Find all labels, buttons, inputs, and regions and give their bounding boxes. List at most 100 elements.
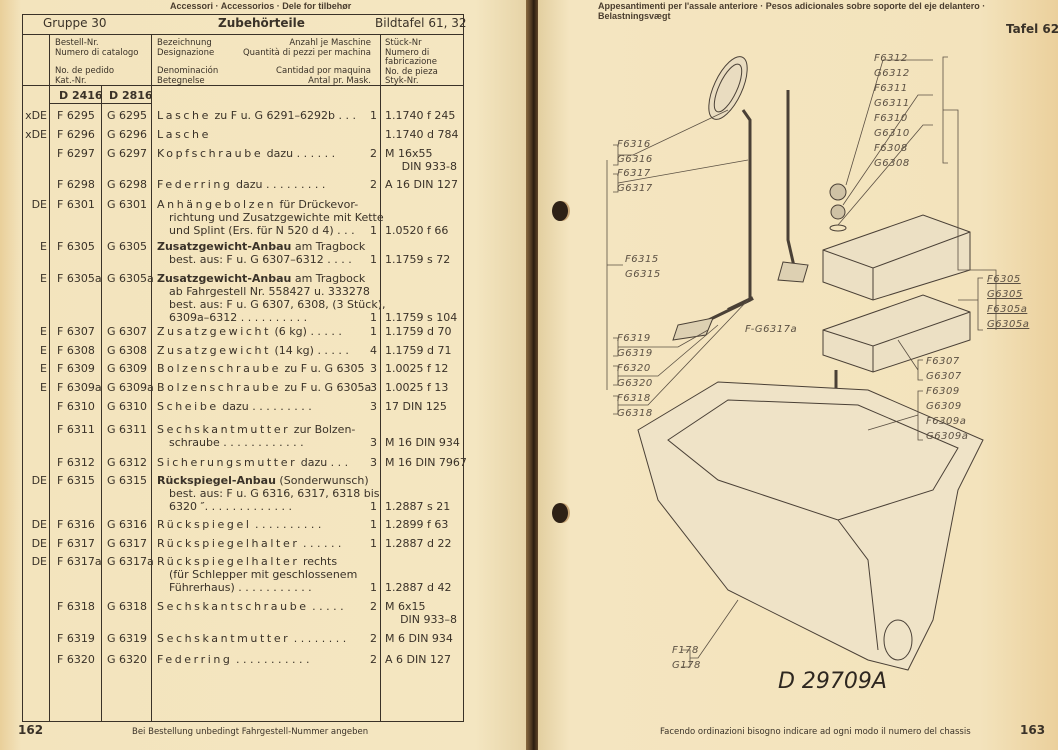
designation-name: Kopfschraube: [157, 147, 264, 160]
part-number: M 16x55: [385, 147, 433, 160]
designation-text: dazu . . .: [297, 456, 349, 469]
quantity: 1: [370, 518, 377, 531]
divider: [23, 85, 463, 86]
designation-name: Rückspiegel: [157, 518, 252, 531]
quantity: 1: [370, 537, 377, 550]
order-no-f: F 6307: [57, 325, 95, 338]
book-gutter: [526, 0, 540, 750]
quantity: 1: [370, 500, 377, 513]
quantity: 4: [370, 344, 377, 357]
row-marker: E: [40, 240, 47, 253]
designation-text: (Sonderwunsch): [275, 474, 369, 487]
designation-continuation: richtung und Zusatzgewichte mit Kette: [169, 211, 384, 224]
quantity: 2: [370, 653, 377, 666]
part-designation: Rückspiegel . . . . . . . . . .: [157, 518, 321, 531]
order-no-g: G 6305: [107, 240, 148, 253]
order-no-g: G 6317a: [107, 555, 154, 568]
designation-text: am Tragbock: [291, 272, 366, 285]
designation-text: . . . . . . . . . .: [251, 518, 322, 531]
designation-name: Anhängebolzen: [157, 198, 277, 211]
quantity: 1: [370, 253, 377, 266]
order-no-f: F 6318: [57, 600, 95, 613]
part-number: A 16 DIN 127: [385, 178, 458, 191]
quantity: 3: [370, 400, 377, 413]
designation-continuation: best. aus: F u. G 6307–6312 . . . .: [169, 253, 352, 266]
order-no-g: G 6311: [107, 423, 148, 436]
designation-continuation: best. aus: F u. G 6307, 6308, (3 Stück),: [169, 298, 386, 311]
part-designation: Rückspiegelhalter . . . . . .: [157, 537, 341, 550]
designation-name: Zusatzgewicht: [157, 325, 272, 338]
order-no-g: G 6320: [107, 653, 148, 666]
part-designation: Zusatzgewicht-Anbau am Tragbock: [157, 272, 365, 285]
order-no-g: G 6305a: [107, 272, 154, 285]
designation-text: . . . . . . . .: [290, 632, 347, 645]
plate-title: Tafel 62: [1006, 22, 1058, 36]
part-number-din: DIN 933-8: [401, 160, 457, 173]
part-number: 1.0025 f 13: [385, 381, 449, 394]
quantity: 3: [370, 381, 377, 394]
order-no-f: F 6297: [57, 147, 95, 160]
designation-text: für Drückevor-: [276, 198, 359, 211]
table-title: Zubehörteile: [218, 16, 305, 30]
order-no-g: G 6295: [107, 109, 148, 122]
right-page: Appesantimenti per l'assale anteriore · …: [538, 0, 1058, 750]
row-marker: E: [40, 272, 47, 285]
quantity: 2: [370, 600, 377, 613]
punch-hole: [552, 503, 568, 523]
label-holder: F-G6317a: [745, 324, 798, 335]
mirror-drawing: [672, 56, 809, 341]
designation-text: zur Bolzen-: [290, 423, 356, 436]
exploded-parts-drawing: [606, 56, 997, 671]
part-number: 1.0025 f 12: [385, 362, 449, 375]
group-label: Gruppe 30: [43, 16, 107, 30]
row-marker: xDE: [25, 128, 47, 141]
part-number: 1.1740 f 245: [385, 109, 456, 122]
order-no-f: F 6309a: [57, 381, 102, 394]
row-marker: xDE: [25, 109, 47, 122]
order-no-f: F 6317: [57, 537, 95, 550]
designation-text: zu F u. G 6305a: [280, 381, 372, 394]
designation-text: dazu . . . . . . . . .: [232, 178, 326, 191]
order-no-g: G 6310: [107, 400, 148, 413]
designation-continuation: ab Fahrgestell Nr. 558427 u. 333278: [169, 285, 370, 298]
divider: [49, 103, 151, 104]
designation-name: Bolzenschraube: [157, 362, 281, 375]
drawing-number: D 29709A: [778, 669, 887, 694]
part-number: 1.0520 f 66: [385, 224, 449, 237]
part-number: M 16 DIN 7967: [385, 456, 467, 469]
designation-text: zu F u. G 6305: [280, 362, 365, 375]
designation-name: Zusatzgewicht: [157, 344, 272, 357]
frame-drawing: [637, 381, 984, 671]
order-no-f: F 6320: [57, 653, 95, 666]
order-no-f: F 6308: [57, 344, 95, 357]
part-designation: Zusatzgewicht (6 kg) . . . . .: [157, 325, 342, 338]
order-no-f: F 6309: [57, 362, 95, 375]
designation-name: Sechskantmutter: [157, 632, 291, 645]
order-no-g: G 6298: [107, 178, 148, 191]
designation-text: zu F u. G 6291–6292b . . .: [211, 109, 356, 122]
part-number: 1.2887 s 21: [385, 500, 451, 513]
part-number: 1.2887 d 22: [385, 537, 452, 550]
row-marker: DE: [31, 555, 47, 568]
order-no-g: G 6319: [107, 632, 148, 645]
weights-drawing: [822, 183, 971, 548]
designation-text: . . . . . .: [299, 537, 342, 550]
order-no-f: F 6296: [57, 128, 95, 141]
quantity: 1: [370, 325, 377, 338]
order-no-f: F 6305: [57, 240, 95, 253]
part-designation: Zusatzgewicht-Anbau am Tragbock: [157, 240, 365, 253]
order-no-f: F 6310: [57, 400, 95, 413]
part-number: 1.1759 s 72: [385, 253, 451, 266]
order-no-g: G 6297: [107, 147, 148, 160]
running-head-left: Accessori · Accessorios · Dele for tilbe…: [170, 1, 352, 11]
designation-name: Rückspiegelhalter: [157, 555, 300, 568]
divider: [101, 85, 102, 721]
order-no-g: G 6308: [107, 344, 148, 357]
